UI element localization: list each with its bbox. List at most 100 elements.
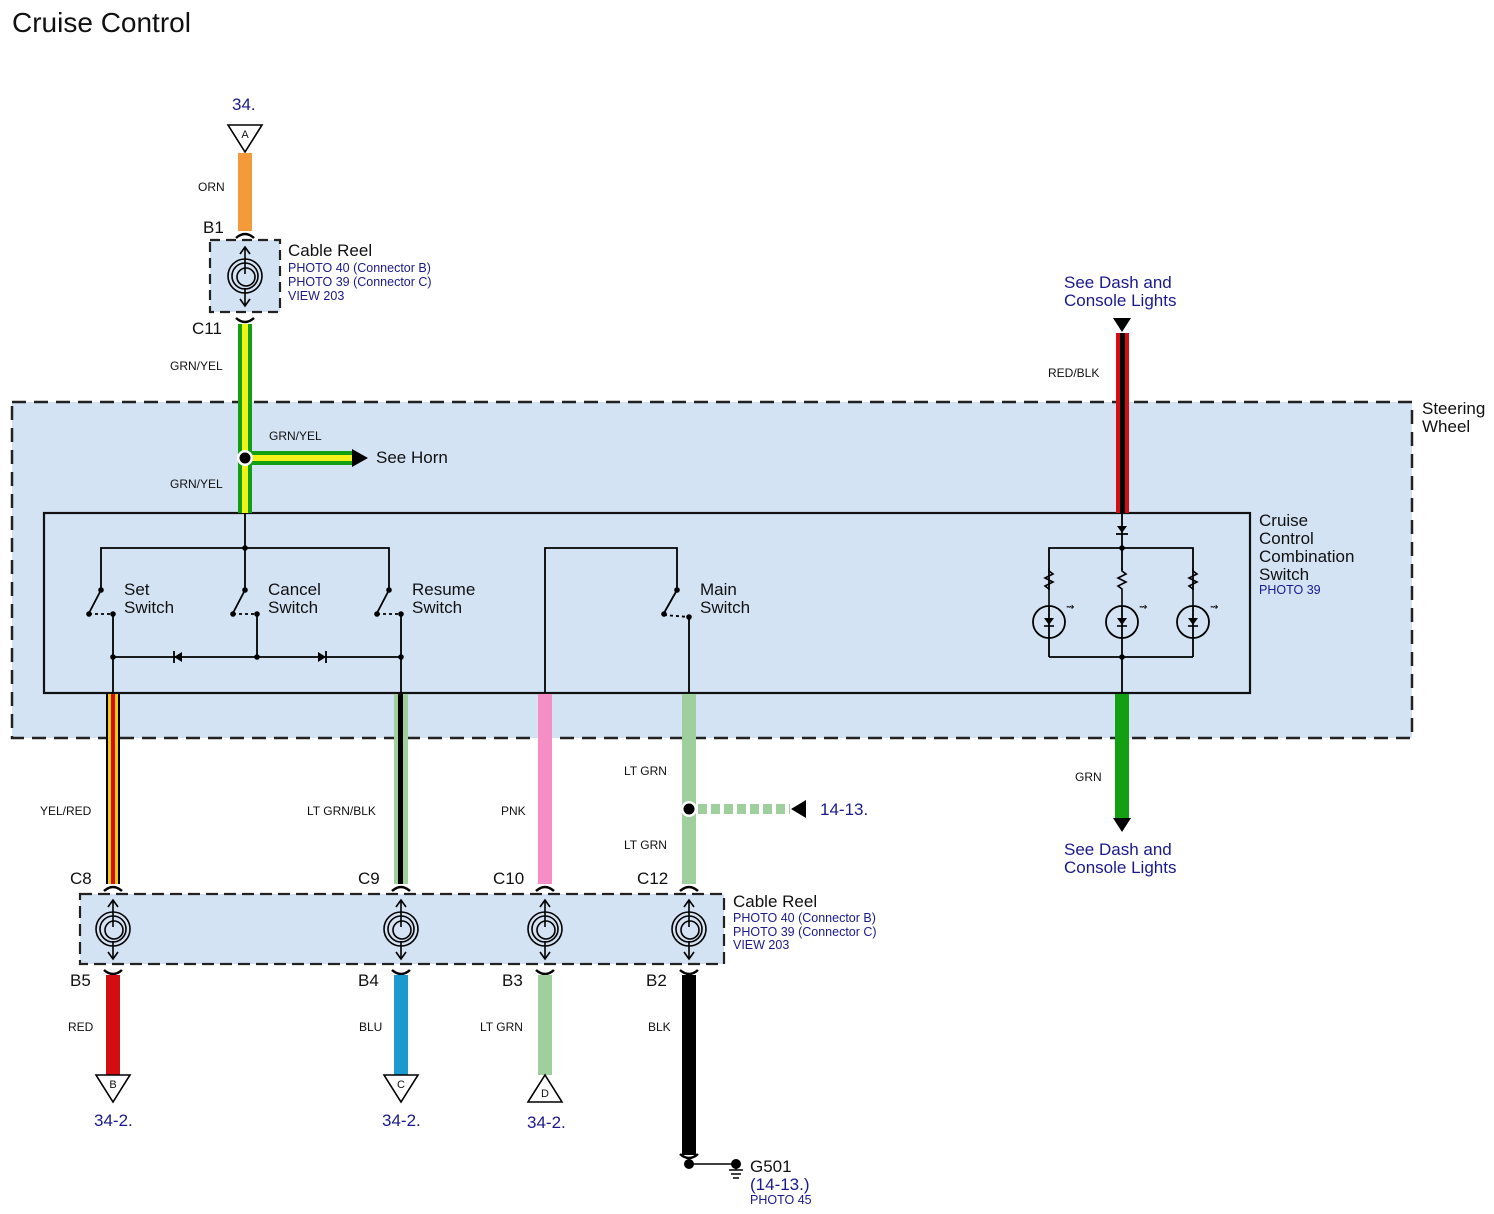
wire-label-blu: BLU: [359, 1020, 382, 1034]
wire-label-grn-yel-upper: GRN/YEL: [170, 359, 223, 373]
dash-return-label-2[interactable]: Console Lights: [1064, 858, 1176, 877]
wire-label-grn: GRN: [1075, 770, 1102, 784]
wire-label-blk: BLK: [648, 1020, 671, 1034]
pin-c12: C12: [637, 869, 668, 888]
ground-name: G501: [750, 1157, 792, 1176]
cable-reel-top-ref-1[interactable]: PHOTO 40 (Connector B): [288, 261, 431, 275]
cable-reel-bottom-name: Cable Reel: [733, 892, 817, 911]
set-switch-label-1: Set: [124, 580, 150, 599]
combo-switch-name-2: Control: [1259, 529, 1314, 548]
cancel-switch-label-2: Switch: [268, 598, 318, 617]
wire-pnk: [538, 694, 552, 884]
see-horn-link[interactable]: See Horn: [376, 448, 448, 467]
pin-b4: B4: [358, 971, 379, 990]
dash-feed-label-2[interactable]: Console Lights: [1064, 291, 1176, 310]
pin-b5: B5: [70, 971, 91, 990]
wire-label-lt-grn-blk: LT GRN/BLK: [307, 804, 376, 818]
led-icon: ⇝: [1105, 602, 1147, 639]
pin-b3: B3: [502, 971, 523, 990]
combo-switch-name-3: Combination: [1259, 547, 1354, 566]
wire-lt-grn-blk: [394, 694, 408, 884]
pin-b2: B2: [646, 971, 667, 990]
resume-switch-label-2: Switch: [412, 598, 462, 617]
wire-yel-red: [106, 694, 120, 884]
dash-feed-label-1[interactable]: See Dash and: [1064, 273, 1172, 292]
wire-label-orn: ORN: [198, 180, 225, 194]
ground-ref-link[interactable]: (14-13.): [750, 1175, 810, 1194]
dash-return-label-1[interactable]: See Dash and: [1064, 840, 1172, 859]
arrow-down-icon: [1113, 818, 1131, 832]
wire-red: [106, 975, 120, 1075]
svg-text:B: B: [109, 1079, 116, 1091]
wire-blk: [682, 975, 696, 1155]
splice-ref-link[interactable]: 14-13.: [820, 800, 868, 819]
led-icon: ⇝: [1032, 602, 1074, 639]
pin-c8: C8: [70, 869, 92, 888]
combo-switch-name-4: Switch: [1259, 565, 1309, 584]
svg-text:⇝: ⇝: [1210, 602, 1218, 613]
wire-label-red-blk: RED/BLK: [1048, 366, 1099, 380]
wire-label-pnk: PNK: [501, 804, 526, 818]
wire-lt-grn-lower: [538, 975, 552, 1075]
wire-label-yel-red: YEL/RED: [40, 804, 92, 818]
wire-label-grn-yel-branch: GRN/YEL: [269, 429, 322, 443]
svg-text:C: C: [397, 1079, 405, 1091]
set-switch-label-2: Switch: [124, 598, 174, 617]
cable-reel-bottom-ref-1[interactable]: PHOTO 40 (Connector B): [733, 911, 876, 925]
main-switch-label-1: Main: [700, 580, 737, 599]
svg-text:D: D: [541, 1088, 549, 1100]
switch-contacts: [86, 545, 1125, 660]
ref-link-b[interactable]: 34-2.: [94, 1111, 133, 1130]
combo-switch-name-1: Cruise: [1259, 511, 1308, 530]
wire-grn-yel-horn: [252, 449, 368, 467]
wire-lt-grn: [682, 694, 696, 884]
pin-c9: C9: [358, 869, 380, 888]
cancel-switch-label-1: Cancel: [268, 580, 321, 599]
terminal-c-icon: C: [382, 1074, 420, 1104]
diode-icon: [173, 651, 182, 663]
diode-icon: [318, 651, 327, 663]
wire-label-red: RED: [68, 1020, 94, 1034]
combo-switch-photo-ref[interactable]: PHOTO 39: [1259, 583, 1321, 597]
wire-blu: [394, 975, 408, 1075]
cable-reel-top-ref-2[interactable]: PHOTO 39 (Connector C): [288, 275, 432, 289]
ref-link-d[interactable]: 34-2.: [527, 1113, 566, 1132]
svg-text:A: A: [241, 129, 249, 141]
terminal-d-icon: D: [526, 1073, 564, 1103]
ground-icon: [729, 1159, 743, 1179]
cable-reel-bottom-ref-3[interactable]: VIEW 203: [733, 938, 789, 952]
pin-b1: B1: [203, 218, 224, 237]
wire-label-lt-grn-lower: LT GRN: [480, 1020, 523, 1034]
terminal-b-icon: B: [94, 1074, 132, 1104]
terminal-a-icon: A: [226, 124, 264, 154]
pin-c11: C11: [192, 319, 222, 338]
top-feed-ref[interactable]: 34.: [232, 95, 256, 114]
wire-lt-grn-dashed: [698, 800, 806, 818]
cable-reel-top-name: Cable Reel: [288, 241, 372, 260]
page-title: Cruise Control: [12, 7, 191, 38]
diode-icon: [1116, 526, 1128, 535]
wire-grn-yel-vertical: [238, 324, 252, 513]
led-icon: ⇝: [1176, 602, 1218, 639]
wire-orn: [238, 153, 252, 231]
cable-reel-bottom: [78, 892, 726, 966]
steering-wheel-label-1: Steering: [1422, 399, 1485, 418]
wire-grn: [1115, 694, 1129, 818]
resume-switch-label-1: Resume: [412, 580, 475, 599]
wire-label-lt-grn-a: LT GRN: [624, 764, 667, 778]
arrow-down-icon: [1113, 318, 1131, 332]
wire-red-blk: [1116, 333, 1129, 513]
ref-link-c[interactable]: 34-2.: [382, 1111, 421, 1130]
splice-point: [683, 803, 695, 815]
splice-point: [239, 452, 251, 464]
ground-photo-ref[interactable]: PHOTO 45: [750, 1193, 812, 1207]
steering-wheel-label-2: Wheel: [1422, 417, 1470, 436]
cable-reel-top-ref-3[interactable]: VIEW 203: [288, 289, 344, 303]
wire-label-lt-grn-b: LT GRN: [624, 838, 667, 852]
wire-label-grn-yel-lower: GRN/YEL: [170, 477, 223, 491]
svg-text:⇝: ⇝: [1139, 602, 1147, 613]
main-switch-label-2: Switch: [700, 598, 750, 617]
pin-c10: C10: [493, 869, 524, 888]
cable-reel-bottom-ref-2[interactable]: PHOTO 39 (Connector C): [733, 925, 877, 939]
